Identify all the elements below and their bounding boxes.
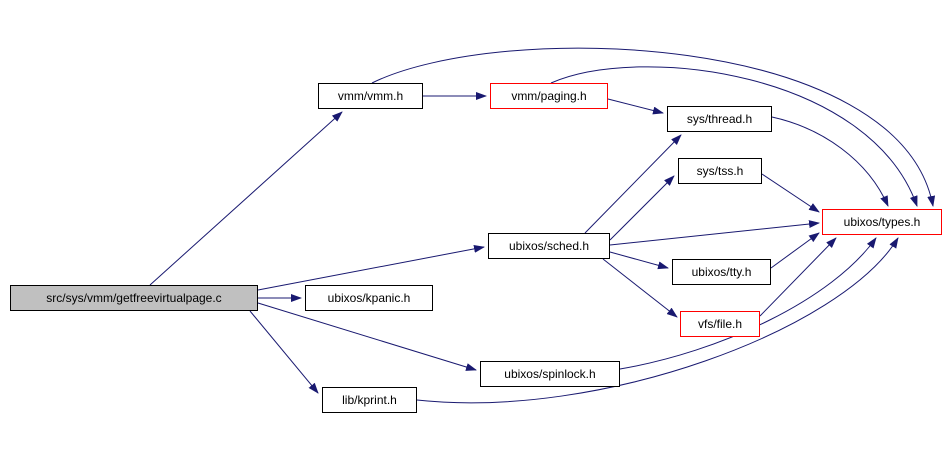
node-label: vmm/paging.h [511,89,587,103]
node-label: vfs/file.h [697,317,742,331]
node-label: vmm/vmm.h [337,89,404,103]
edge-vmm_vmm-to-ubixos_types [371,47,936,207]
node-ubixos-sched-h[interactable]: ubixos/sched.h [488,233,610,259]
edge-ubixos_spinlock-to-ubixos_types [619,237,877,370]
edge-vmm_paging-to-ubixos_types [550,66,918,207]
node-label: sys/thread.h [686,112,753,126]
node-ubixos-tty-h[interactable]: ubixos/tty.h [672,259,771,285]
node-lib-kprint-h[interactable]: lib/kprint.h [322,387,417,413]
node-label: ubixos/sched.h [508,239,590,253]
node-ubixos-types-h[interactable]: ubixos/types.h [822,209,942,235]
node-vfs-file-h[interactable]: vfs/file.h [680,311,760,337]
edge-ubixos_sched-to-sys_tss [609,175,675,241]
edge-group [149,47,936,404]
edge-ubixos_sched-to-ubixos_types [609,220,820,246]
edge-vfs_file-to-ubixos_types [759,237,837,317]
edge-lib_kprint-to-ubixos_types [416,237,899,404]
node-label: src/sys/vmm/getfreevirtualpage.c [46,291,222,305]
node-label: lib/kprint.h [342,393,397,407]
node-label: ubixos/spinlock.h [504,367,596,381]
edge-sys_thread-to-ubixos_types [771,116,889,207]
node-vmm-paging-h[interactable]: vmm/paging.h [490,83,608,109]
edge-ubixos_sched-to-sys_thread [584,134,682,234]
edge-src-to-ubixos_spinlock [257,302,477,371]
edge-ubixos_tty-to-ubixos_types [770,232,820,269]
edge-sys_tss-to-ubixos_types [761,173,820,213]
edge-ubixos_sched-to-vfs_file [602,258,678,318]
node-label: sys/tss.h [696,164,744,178]
node-src-sys-vmm-getfreevirtualpage-c: src/sys/vmm/getfreevirtualpage.c [10,285,258,311]
node-ubixos-kpanic-h[interactable]: ubixos/kpanic.h [305,285,433,311]
node-sys-tss-h[interactable]: sys/tss.h [678,158,762,184]
edge-vmm_paging-to-sys_thread [607,98,664,115]
edge-src-to-vmm_vmm [149,111,343,286]
edge-src-to-ubixos_sched [257,244,485,291]
node-sys-thread-h[interactable]: sys/thread.h [667,106,772,132]
edge-ubixos_sched-to-ubixos_tty [609,251,669,270]
edge-src-to-lib_kprint [249,310,319,394]
node-vmm-vmm-h[interactable]: vmm/vmm.h [318,83,423,109]
node-ubixos-spinlock-h[interactable]: ubixos/spinlock.h [480,361,620,387]
node-label: ubixos/types.h [843,215,921,229]
node-label: ubixos/tty.h [691,265,752,279]
node-label: ubixos/kpanic.h [327,291,411,305]
